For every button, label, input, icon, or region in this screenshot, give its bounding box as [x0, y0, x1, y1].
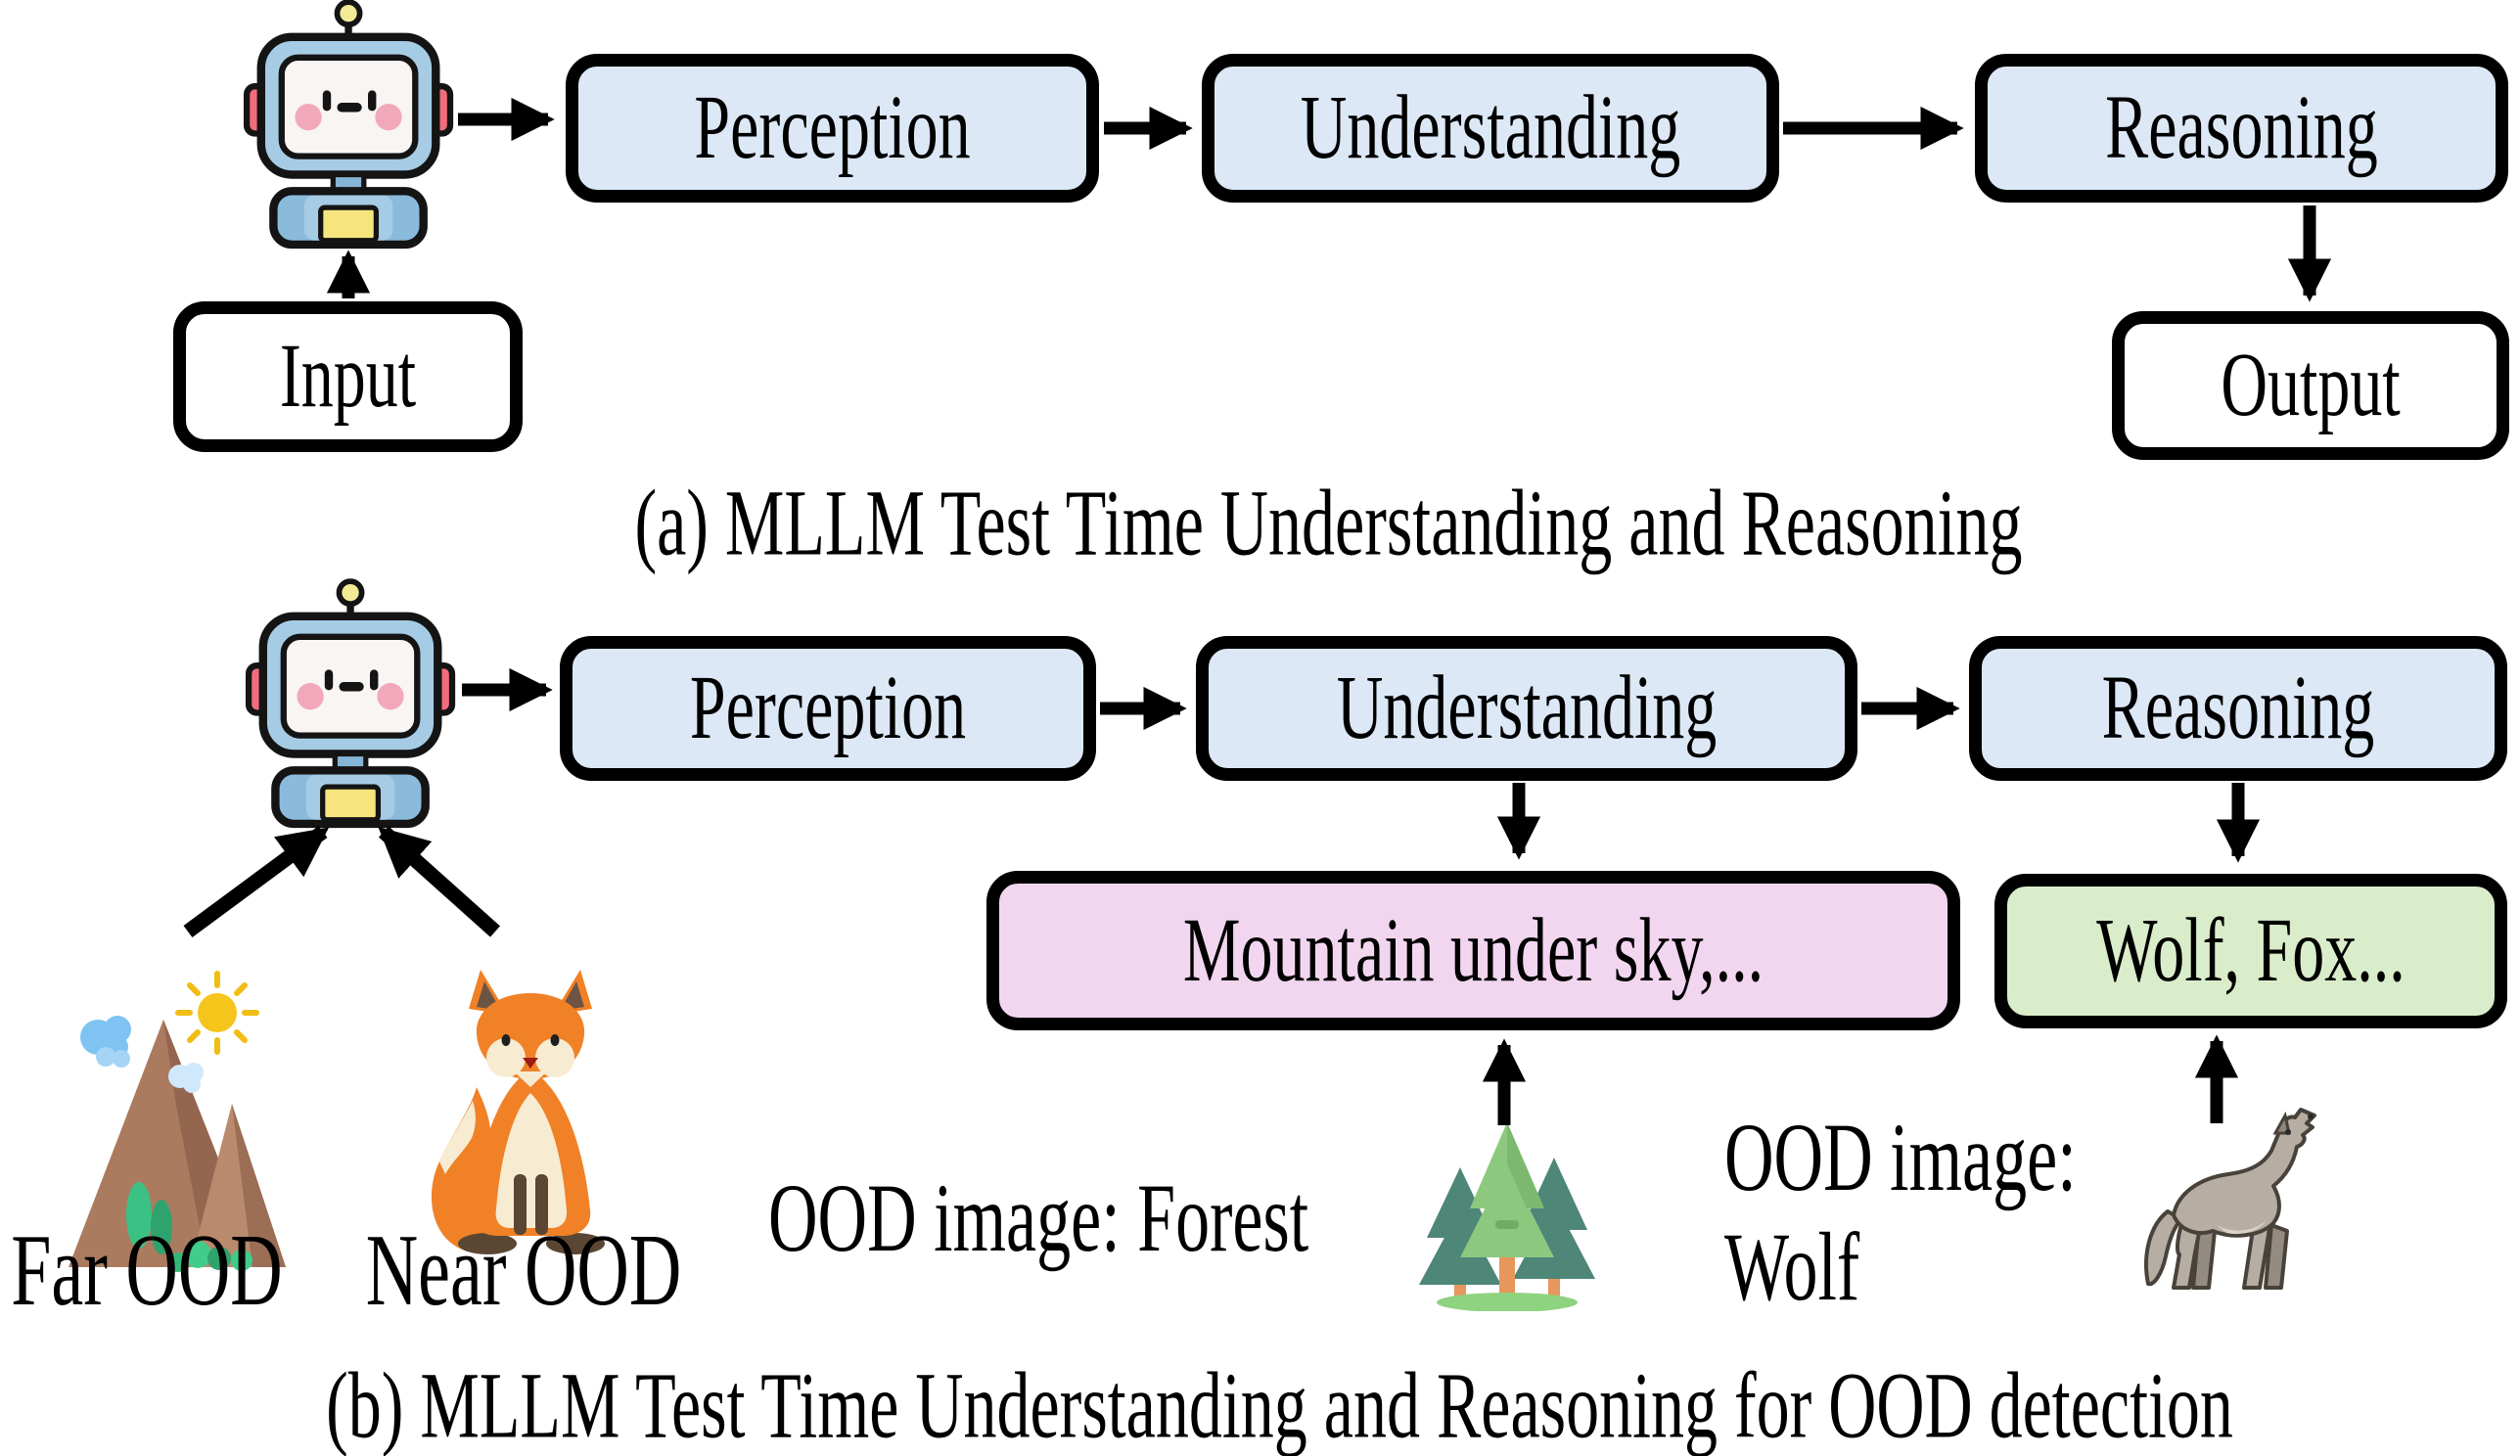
- arrow-far-ood-to-robot: [183, 825, 330, 938]
- panel-a-caption: (a) MLLM Test Time Understanding and Rea…: [634, 470, 2023, 575]
- panel-a-understanding-label: Understanding: [1300, 76, 1681, 179]
- far-ood-label: Far OOD: [11, 1213, 283, 1329]
- ood-forest-label: OOD image: Forest: [768, 1165, 1309, 1273]
- cloud-icon: [80, 1016, 131, 1068]
- panel-a-perception-label: Perception: [694, 76, 971, 179]
- forest-trees-icon: [1419, 1122, 1595, 1311]
- panel-b-reasoning-label: Reasoning: [2101, 657, 2375, 759]
- panel-b-perception-box: Perception: [560, 636, 1096, 781]
- panel-b-perception-label: Perception: [689, 657, 967, 759]
- panel-b-understanding-box: Understanding: [1196, 636, 1857, 781]
- panel-b-reasoning-result-label: Wolf, Fox...: [2096, 899, 2405, 1002]
- small-cloud-icon: [168, 1063, 204, 1093]
- near-ood-label: Near OOD: [365, 1213, 682, 1329]
- panel-b-understanding-result-label: Mountain under sky,...: [1182, 898, 1764, 1001]
- panel-a-reasoning-label: Reasoning: [2105, 76, 2378, 179]
- arrow-near-ood-to-robot: [378, 826, 501, 937]
- panel-b-reasoning-result-box: Wolf, Fox...: [1994, 874, 2507, 1028]
- panel-a-input-label: Input: [279, 325, 417, 428]
- robot-icon: [247, 2, 450, 245]
- panel-b-understanding-result-box: Mountain under sky,...: [986, 871, 1960, 1030]
- panel-a-output-box: Output: [2112, 311, 2509, 460]
- panel-a-perception-box: Perception: [566, 54, 1099, 203]
- mountain-landscape-icon: [69, 971, 286, 1272]
- panel-b-understanding-label: Understanding: [1336, 657, 1718, 759]
- ood-wolf-label: OOD image: Wolf: [1724, 1105, 2077, 1322]
- panel-a-reasoning-box: Reasoning: [1975, 54, 2508, 203]
- fox-icon: [431, 970, 605, 1254]
- panel-a-understanding-box: Understanding: [1202, 54, 1779, 203]
- panel-a-output-label: Output: [2221, 334, 2401, 436]
- wolf-icon: [2144, 1108, 2316, 1290]
- panel-b-caption: (b) MLLM Test Time Understanding and Rea…: [326, 1352, 2233, 1456]
- robot-icon: [249, 581, 452, 824]
- panel-b-reasoning-box: Reasoning: [1969, 636, 2507, 781]
- panel-a-input-box: Input: [173, 301, 523, 452]
- sun-icon: [175, 971, 259, 1055]
